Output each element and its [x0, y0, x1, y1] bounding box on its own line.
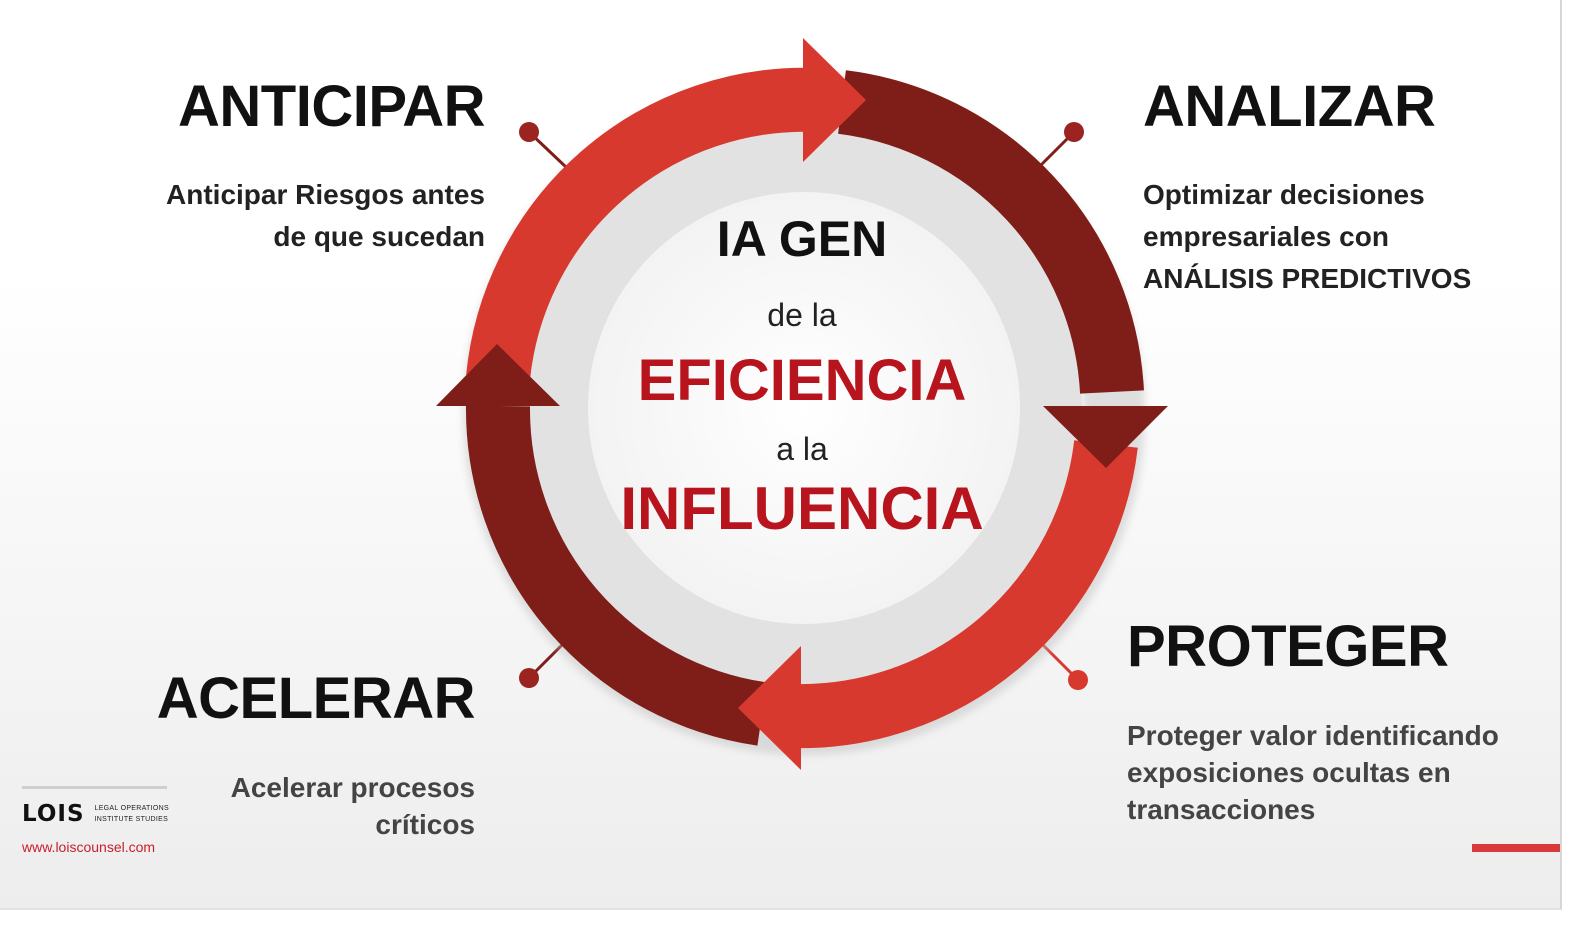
arc-acelerar	[465, 405, 767, 746]
heading-acelerar: ACELERAR	[156, 666, 476, 731]
connector-analizar	[1038, 122, 1084, 168]
heading-proteger: PROTEGER	[1127, 614, 1449, 679]
arrowhead-down-icon	[1043, 406, 1168, 468]
logo-mark: LOIS	[22, 801, 85, 827]
desc-anticipar: Anticipar Riesgos antes de que sucedan	[166, 174, 485, 258]
lois-logo: LOIS LEGAL OPERATIONS INSTITUTE STUDIES …	[22, 786, 169, 855]
desc-analizar: Optimizar decisiones empresariales con A…	[1143, 174, 1471, 300]
arrowhead-right-icon	[803, 38, 866, 162]
desc-proteger-line: transacciones	[1127, 794, 1316, 825]
heading-analizar: ANALIZAR	[1143, 74, 1436, 139]
center-connector-1: de la	[767, 297, 837, 333]
dot-connector-icon	[519, 122, 539, 142]
logo-subtitle: LEGAL OPERATIONS INSTITUTE STUDIES	[95, 803, 169, 825]
desc-acelerar: Acelerar procesos críticos	[231, 769, 475, 843]
accent-bar	[1472, 844, 1560, 852]
slide: IA GEN de la EFICIENCIA a la INFLUENCIA …	[0, 0, 1562, 910]
logo-subtitle-line: INSTITUTE STUDIES	[94, 816, 169, 823]
connector-anticipar	[519, 122, 569, 170]
cycle-diagram	[436, 38, 1168, 770]
logo-row: LOIS LEGAL OPERATIONS INSTITUTE STUDIES	[22, 801, 169, 827]
desc-proteger: Proteger valor identificando exposicione…	[1127, 717, 1499, 828]
logo-rule	[22, 786, 167, 789]
website-link[interactable]: www.loiscounsel.com	[22, 839, 156, 855]
desc-analizar-line: ANÁLISIS PREDICTIVOS	[1143, 263, 1472, 294]
logo-subtitle-line: LEGAL OPERATIONS	[94, 805, 169, 812]
dot-connector-icon	[1064, 122, 1084, 142]
arrowhead-up-icon	[436, 344, 560, 406]
center-connector-2: a la	[776, 431, 828, 467]
arc-anticipar	[466, 67, 818, 382]
dot-connector-icon	[1068, 670, 1088, 690]
arc-proteger	[788, 439, 1138, 749]
arc-analizar	[837, 70, 1144, 394]
desc-proteger-line: Proteger valor identificando	[1127, 720, 1499, 751]
desc-acelerar-line: críticos	[375, 809, 475, 840]
desc-analizar-line: Optimizar decisiones	[1143, 179, 1425, 210]
heading-anticipar: ANTICIPAR	[178, 74, 485, 139]
desc-anticipar-line: Anticipar Riesgos antes	[166, 179, 485, 210]
desc-acelerar-line: Acelerar procesos	[230, 772, 475, 803]
desc-analizar-line: empresariales con	[1143, 221, 1389, 252]
center-title: IA GEN	[716, 211, 888, 267]
center-keyword-influence: INFLUENCIA	[620, 475, 984, 542]
arrowhead-left-icon	[738, 646, 801, 770]
inner-disc	[588, 192, 1020, 624]
dot-connector-icon	[519, 668, 539, 688]
desc-anticipar-line: de que sucedan	[273, 221, 485, 252]
desc-proteger-line: exposiciones ocultas en	[1127, 757, 1451, 788]
center-keyword-efficiency: EFICIENCIA	[637, 348, 967, 413]
